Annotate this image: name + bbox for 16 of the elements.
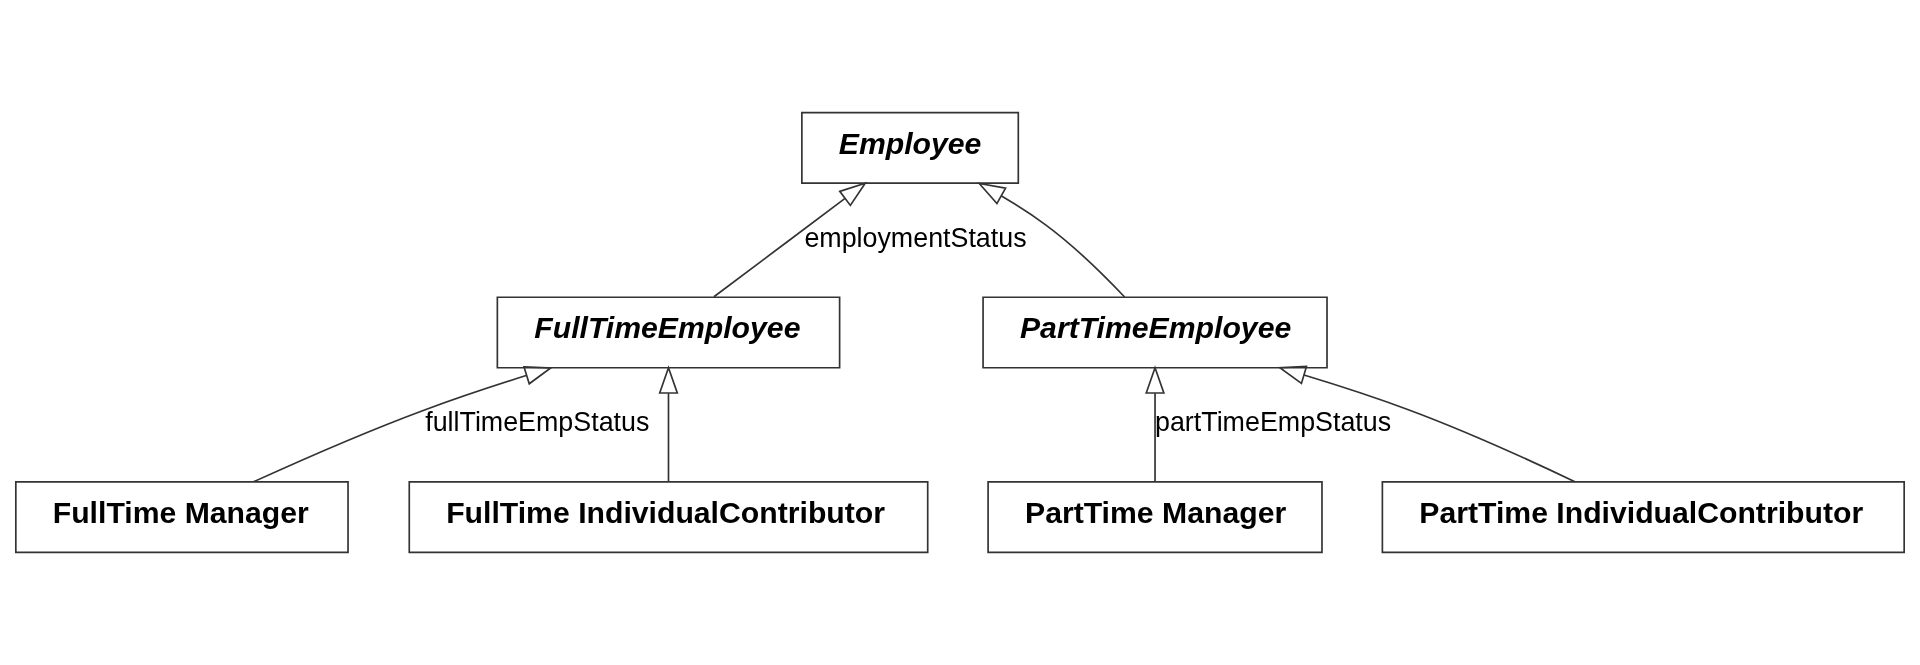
arrow — [1145, 365, 1166, 483]
node-box: FullTime Manager — [15, 481, 349, 554]
node-box: FullTimeEmployee — [496, 296, 841, 369]
arrow — [1277, 365, 1576, 483]
node-box: FullTime IndividualContributor — [408, 481, 929, 554]
arrow — [253, 366, 554, 483]
node-box: PartTime Manager — [987, 481, 1323, 554]
edge-label: partTimeEmpStatus — [1155, 407, 1392, 438]
edge-label: employmentStatus — [804, 222, 1027, 253]
edge-label: fullTimeEmpStatus — [425, 407, 650, 438]
arrow — [977, 182, 1126, 298]
node-box: PartTimeEmployee — [982, 296, 1328, 369]
arrow — [658, 365, 679, 483]
arrow — [713, 181, 868, 298]
node-box: PartTime IndividualContributor — [1381, 481, 1905, 554]
node-box: Employee — [801, 111, 1020, 184]
